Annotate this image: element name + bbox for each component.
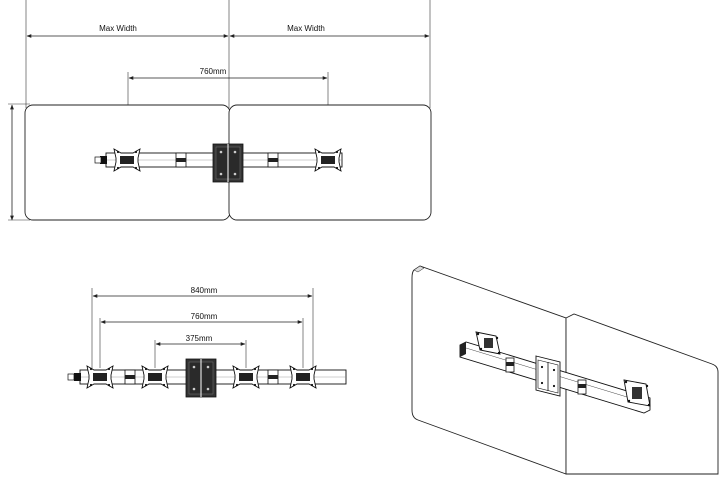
bottom-vesa-plate-3 <box>232 365 260 389</box>
perspective-left-panel <box>411 265 567 475</box>
top-right-clamp <box>267 152 279 168</box>
bottom-vesa-plate-1 <box>86 365 114 389</box>
vesa-spacing-label: 760mm <box>200 67 227 76</box>
top-end-cap <box>100 156 107 164</box>
perspective-view <box>411 265 719 475</box>
left-max-width-label: Max Width <box>99 24 137 33</box>
top-view: Max Width Max Width 760mm <box>8 0 432 221</box>
bottom-clamp-right <box>267 369 279 385</box>
perspective-right-vesa-plate <box>623 379 651 407</box>
bottom-vesa-plate-2 <box>141 365 169 389</box>
middle-spacing-label: 760mm <box>191 312 218 321</box>
bottom-center-plate <box>185 358 217 398</box>
right-max-width-label: Max Width <box>287 24 325 33</box>
top-center-plate <box>212 143 244 183</box>
bottom-vesa-plate-4 <box>289 365 317 389</box>
bottom-view: 840mm 760mm 375mm <box>67 286 347 398</box>
perspective-left-vesa-plate <box>475 331 501 355</box>
perspective-center-plate <box>535 355 561 397</box>
top-left-clamp <box>175 152 187 168</box>
bottom-end-cap <box>74 373 81 381</box>
bottom-clamp-left <box>124 369 136 385</box>
inner-spacing-label: 375mm <box>186 334 213 343</box>
outer-spacing-label: 840mm <box>191 286 218 295</box>
